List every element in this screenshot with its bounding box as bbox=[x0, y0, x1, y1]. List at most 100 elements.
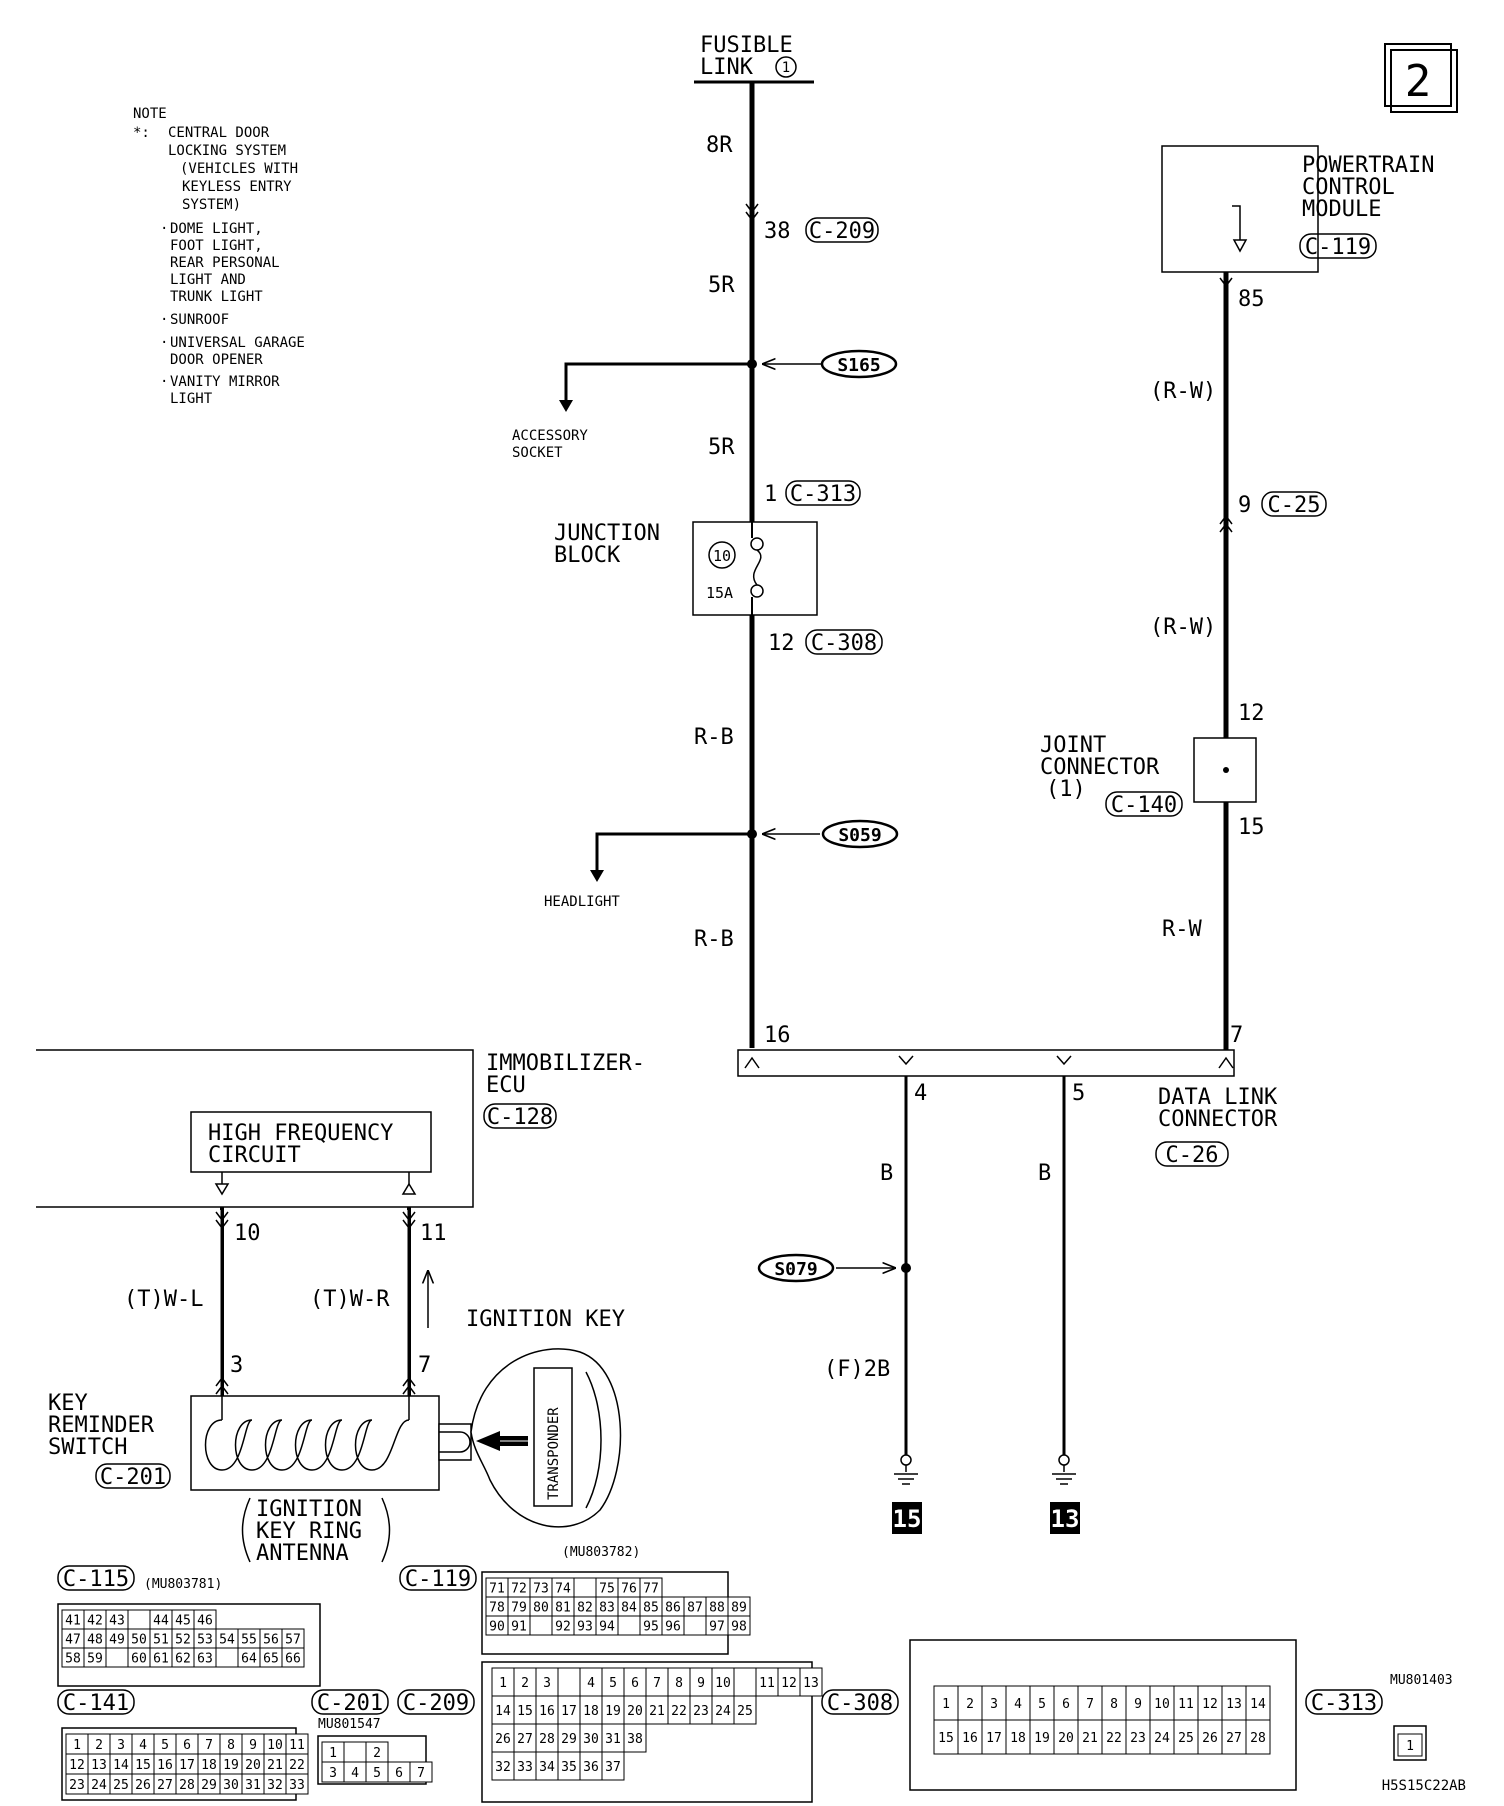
connector-pin-number: 82 bbox=[577, 1601, 593, 1616]
connector-pin-number: 21 bbox=[1082, 1731, 1098, 1746]
connector-pin-number: 13 bbox=[803, 1676, 819, 1691]
connector-pin-number: 88 bbox=[709, 1601, 725, 1616]
note-item-2-line-2: FOOT LIGHT, bbox=[170, 238, 263, 254]
connector-pin-number: 64 bbox=[241, 1652, 257, 1667]
accessory-socket-line-1: ACCESSORY bbox=[512, 428, 588, 444]
connector-cell bbox=[557, 1667, 581, 1697]
connector-pin-number: 96 bbox=[665, 1620, 681, 1635]
note-item-1-line-4: KEYLESS ENTRY bbox=[182, 179, 292, 195]
connector-pin-number: 10 bbox=[1154, 1697, 1170, 1712]
connector-pin-number: 47 bbox=[65, 1633, 81, 1648]
connector-pin-number: 35 bbox=[561, 1760, 577, 1775]
connector-pin-number: 66 bbox=[285, 1652, 301, 1667]
pin-9: 9 bbox=[1238, 493, 1251, 518]
connector-view-c308: C-308 bbox=[821, 1689, 899, 1716]
connector-pin-number: 37 bbox=[605, 1760, 621, 1775]
connector-pin-number: 8 bbox=[1110, 1697, 1118, 1712]
connector-pin-number: 22 bbox=[671, 1704, 687, 1719]
connector-outline-c209v bbox=[481, 1661, 813, 1803]
connector-views: C-115 (MU803781) C-119 (MU803782) C-141 … bbox=[57, 1545, 1453, 1803]
connector-pin-number: 42 bbox=[87, 1614, 103, 1629]
pin-5: 5 bbox=[1072, 1081, 1085, 1106]
connector-pin-number: 20 bbox=[245, 1758, 261, 1773]
note-item-2-line-1: DOME LIGHT, bbox=[170, 221, 263, 237]
splice-s059: S059 bbox=[590, 819, 899, 882]
connector-pin-number: 94 bbox=[599, 1620, 615, 1635]
connector-pin-number: 56 bbox=[263, 1633, 279, 1648]
connector-pin-number: 6 bbox=[183, 1738, 191, 1753]
dlc-line-1: DATA LINK bbox=[1158, 1085, 1278, 1110]
svg-text:15: 15 bbox=[893, 1505, 922, 1533]
junction-block: 10 15A bbox=[692, 517, 818, 620]
connector-pin-number: 25 bbox=[1178, 1731, 1194, 1746]
connector-view-c115: C-115 (MU803781) bbox=[57, 1565, 222, 1592]
joint-connector-line-1: JOINT bbox=[1040, 733, 1106, 758]
connector-pin-number: 63 bbox=[197, 1652, 213, 1667]
connector-pin-number: 30 bbox=[223, 1778, 239, 1793]
connector-pin-number: 49 bbox=[109, 1633, 125, 1648]
pcm-line-2: CONTROL bbox=[1302, 175, 1395, 200]
connector-pin-number: 86 bbox=[665, 1601, 681, 1616]
connector-pin-number: 54 bbox=[219, 1633, 235, 1648]
connector-cell bbox=[1197, 1719, 1223, 1755]
connector-pin-number: 1 bbox=[329, 1746, 337, 1761]
joint-connector-line-3: (1) bbox=[1046, 777, 1086, 802]
note-star: *: bbox=[133, 125, 150, 141]
hf-circuit-line-1: HIGH FREQUENCY bbox=[208, 1121, 393, 1146]
antenna-wires bbox=[215, 1207, 428, 1398]
connector-cell bbox=[1173, 1719, 1199, 1755]
note-item-4-line-2: DOOR OPENER bbox=[170, 352, 263, 368]
connector-pin-number: 46 bbox=[197, 1614, 213, 1629]
connector-pin-number: 90 bbox=[489, 1620, 505, 1635]
pcm-dlc-wire bbox=[1219, 272, 1233, 1055]
connector-pin-number: 11 bbox=[1178, 1697, 1194, 1712]
connector-pin-number: 26 bbox=[135, 1778, 151, 1793]
note-item-1-line-3: (VEHICLES WITH bbox=[180, 161, 298, 177]
connector-view-c141: C-141 bbox=[57, 1689, 135, 1716]
connector-pin-number: 57 bbox=[285, 1633, 301, 1648]
connector-pin-number: 80 bbox=[533, 1601, 549, 1616]
ground-wires bbox=[894, 1076, 1076, 1485]
connector-pin-number: 14 bbox=[113, 1758, 129, 1773]
connector-cell bbox=[1149, 1719, 1175, 1755]
svg-text:C-140: C-140 bbox=[1111, 793, 1177, 818]
connector-outline-c308v bbox=[909, 1639, 1297, 1791]
connector-pin-number: 2 bbox=[95, 1738, 103, 1753]
connector-cell bbox=[1173, 1685, 1199, 1721]
connector-pin-number: 12 bbox=[69, 1758, 85, 1773]
connector-cell bbox=[1221, 1719, 1247, 1755]
key-reminder-switch bbox=[190, 1395, 472, 1491]
connector-pin-number: 48 bbox=[87, 1633, 103, 1648]
connector-pin-number: 95 bbox=[643, 1620, 659, 1635]
connector-pin-number: 19 bbox=[1034, 1731, 1050, 1746]
connector-cell bbox=[1101, 1719, 1127, 1755]
connector-pin-number: 9 bbox=[1134, 1697, 1142, 1712]
connector-pin-number: 13 bbox=[1226, 1697, 1242, 1712]
connector-pin-number: 65 bbox=[263, 1652, 279, 1667]
note-item-2-line-5: TRUNK LIGHT bbox=[170, 289, 263, 305]
connector-pin-number: 2 bbox=[966, 1697, 974, 1712]
connector-cell bbox=[1245, 1719, 1271, 1755]
connector-pin-number: 27 bbox=[1226, 1731, 1242, 1746]
immobilizer-ecu bbox=[36, 1049, 474, 1208]
connector-tag-c313: C-313 bbox=[785, 480, 861, 507]
connector-pin-number: 18 bbox=[583, 1704, 599, 1719]
connector-cell bbox=[1197, 1685, 1223, 1721]
powertrain-control-module bbox=[1161, 145, 1319, 273]
key-reminder-line-3: SWITCH bbox=[48, 1435, 127, 1460]
connector-tag-c26: C-26 bbox=[1155, 1141, 1229, 1168]
svg-text:·: · bbox=[160, 335, 168, 351]
connector-cell bbox=[409, 1761, 433, 1783]
connector-pin-number: 1 bbox=[1406, 1739, 1414, 1754]
connector-pin-number: 5 bbox=[373, 1766, 381, 1781]
connector-pin-number: 55 bbox=[241, 1633, 257, 1648]
connector-cell bbox=[981, 1719, 1007, 1755]
connector-cell bbox=[617, 1615, 641, 1636]
connector-cell bbox=[343, 1741, 367, 1763]
connector-pin-number: 93 bbox=[577, 1620, 593, 1635]
connector-cell bbox=[1125, 1719, 1151, 1755]
connector-pin-number: 3 bbox=[543, 1676, 551, 1691]
fusible-link-line-1: FUSIBLE bbox=[700, 33, 793, 58]
svg-text:C-26: C-26 bbox=[1166, 1143, 1219, 1168]
connector-pin-number: 28 bbox=[539, 1732, 555, 1747]
